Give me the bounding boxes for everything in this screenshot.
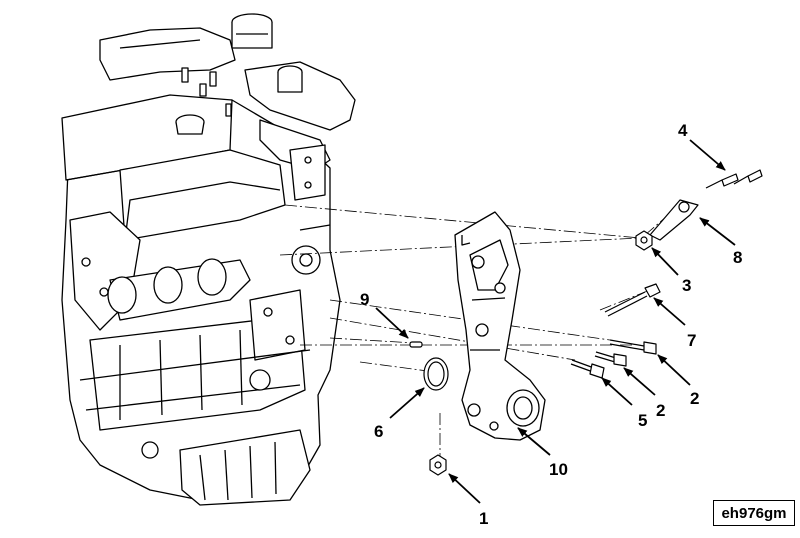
callout-9: 9	[360, 290, 369, 309]
leader-2a	[657, 354, 691, 386]
callout-2-left: 2	[656, 401, 665, 420]
leader-2b	[623, 367, 656, 396]
callout-labels: 4 8 3 7 2 2 5 9 6 1 10	[360, 121, 742, 528]
callout-1: 1	[479, 509, 488, 528]
tube-bracket	[649, 199, 699, 241]
leader-5	[601, 377, 633, 406]
o-ring	[423, 357, 449, 391]
leader-8	[699, 217, 736, 246]
callout-3: 3	[682, 276, 691, 295]
leader-3	[651, 247, 679, 276]
bracket-bolt-short	[705, 169, 763, 189]
dowel-pin	[409, 341, 423, 348]
engine-block	[61, 13, 356, 506]
long-bolt	[604, 283, 661, 317]
leader-1	[448, 473, 481, 504]
callout-10: 10	[549, 460, 568, 479]
callout-7: 7	[687, 331, 696, 350]
leader-4	[689, 139, 726, 171]
bolt-c	[570, 359, 605, 379]
callout-2-right: 2	[690, 389, 699, 408]
callout-6: 6	[374, 422, 383, 441]
bottom-nut	[429, 454, 447, 476]
callout-4: 4	[678, 121, 688, 140]
leader-6	[389, 387, 425, 419]
fastener-parts	[409, 169, 763, 476]
housing-assembly	[454, 211, 546, 441]
leader-arrows	[375, 139, 736, 504]
callout-5: 5	[638, 411, 647, 430]
leader-9	[375, 307, 409, 339]
figure-id-label: eh976gm	[713, 500, 795, 526]
nut	[635, 230, 653, 251]
leader-10	[517, 427, 551, 456]
callout-8: 8	[733, 248, 742, 267]
bolt-a	[609, 339, 657, 355]
bolt-b	[594, 351, 627, 367]
leader-7	[653, 297, 686, 326]
